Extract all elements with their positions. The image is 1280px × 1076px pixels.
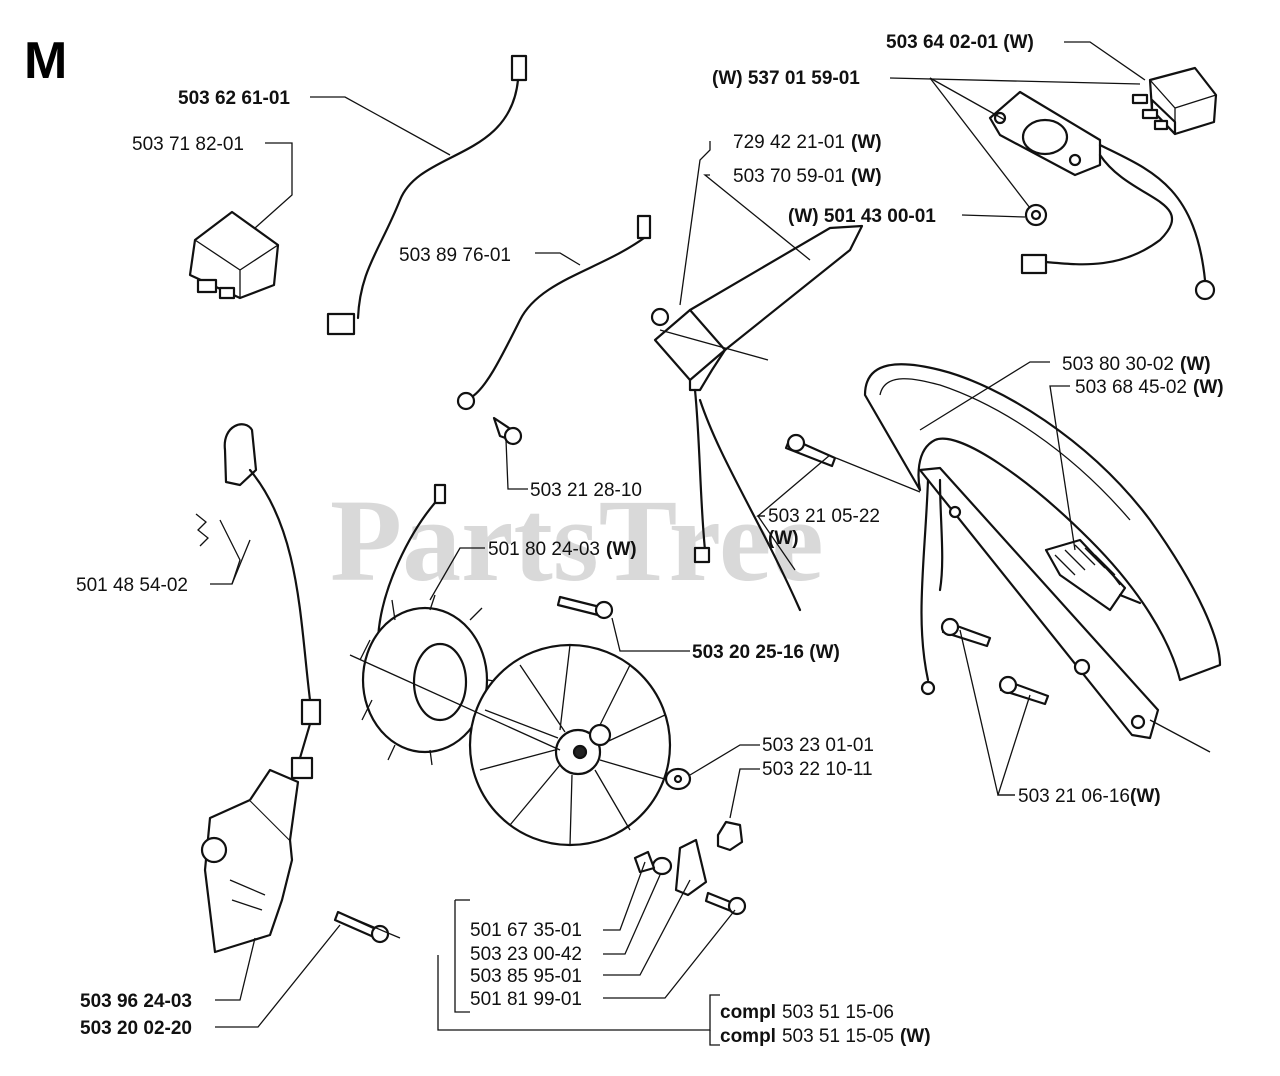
label-503-64-02-01: 503 64 02-01 (W): [886, 32, 1034, 53]
wire-part-long: [326, 54, 528, 336]
ignition-module-part: [200, 768, 300, 954]
label-503-20-25-16: 503 20 25-16 (W): [692, 642, 840, 663]
switch-part-left: [188, 210, 280, 300]
label-503-70-59-01: 503 70 59-01(W): [733, 166, 882, 187]
small-hardware-parts: [633, 767, 744, 897]
flywheel-part: [468, 643, 672, 847]
leader-lines: [210, 41, 1211, 1046]
label-537-01-59-01: (W) 537 01 59-01: [712, 68, 860, 89]
label-503-21-05-22-suffix: (W): [768, 528, 799, 549]
label-503-96-24-03: 503 96 24-03: [80, 991, 192, 1012]
label-503-21-28-10: 503 21 28-10: [530, 480, 642, 501]
section-letter: M: [24, 32, 67, 90]
part-labels: 503 64 02-01 (W) (W) 537 01 59-01 503 62…: [76, 32, 1224, 1047]
label-501-67-35-01: 501 67 35-01: [470, 920, 582, 941]
label-503-68-45-02: 503 68 45-02(W): [1075, 377, 1224, 398]
screw-parts: [333, 433, 1050, 944]
label-503-62-61-01: 503 62 61-01: [178, 88, 290, 109]
label-501-48-54-02: 501 48 54-02: [76, 575, 188, 596]
stator-part: [359, 483, 501, 766]
gasket-plate-part: [988, 90, 1216, 301]
ignition-lead-part: [195, 423, 322, 780]
label-503-85-95-01: 503 85 95-01: [470, 966, 582, 987]
label-501-80-24-03: 501 80 24-03(W): [488, 539, 637, 560]
label-503-89-76-01: 503 89 76-01: [399, 245, 511, 266]
bracket-part: [650, 224, 864, 612]
label-729-42-21-01: 729 42 21-01(W): [733, 132, 882, 153]
label-503-71-82-01: 503 71 82-01: [132, 134, 244, 155]
label-503-21-06-16: 503 21 06-16(W): [1018, 786, 1161, 807]
label-503-22-10-11: 503 22 10-11: [762, 759, 873, 780]
label-503-80-30-02: 503 80 30-02(W): [1062, 354, 1211, 375]
switch-part-top-right: [1131, 66, 1218, 136]
wire-part-short: [456, 214, 652, 446]
label-503-21-05-22: 503 21 05-22: [768, 506, 880, 527]
label-503-20-02-20: 503 20 02-20: [80, 1018, 192, 1039]
label-503-23-00-42: 503 23 00-42: [470, 944, 582, 965]
handle-part: [863, 363, 1222, 740]
watermark: PartsTree: [330, 475, 824, 606]
label-503-23-01-01: 503 23 01-01: [762, 735, 874, 756]
label-501-81-99-01: 501 81 99-01: [470, 989, 582, 1010]
label-501-43-00-01: (W) 501 43 00-01: [788, 206, 936, 227]
